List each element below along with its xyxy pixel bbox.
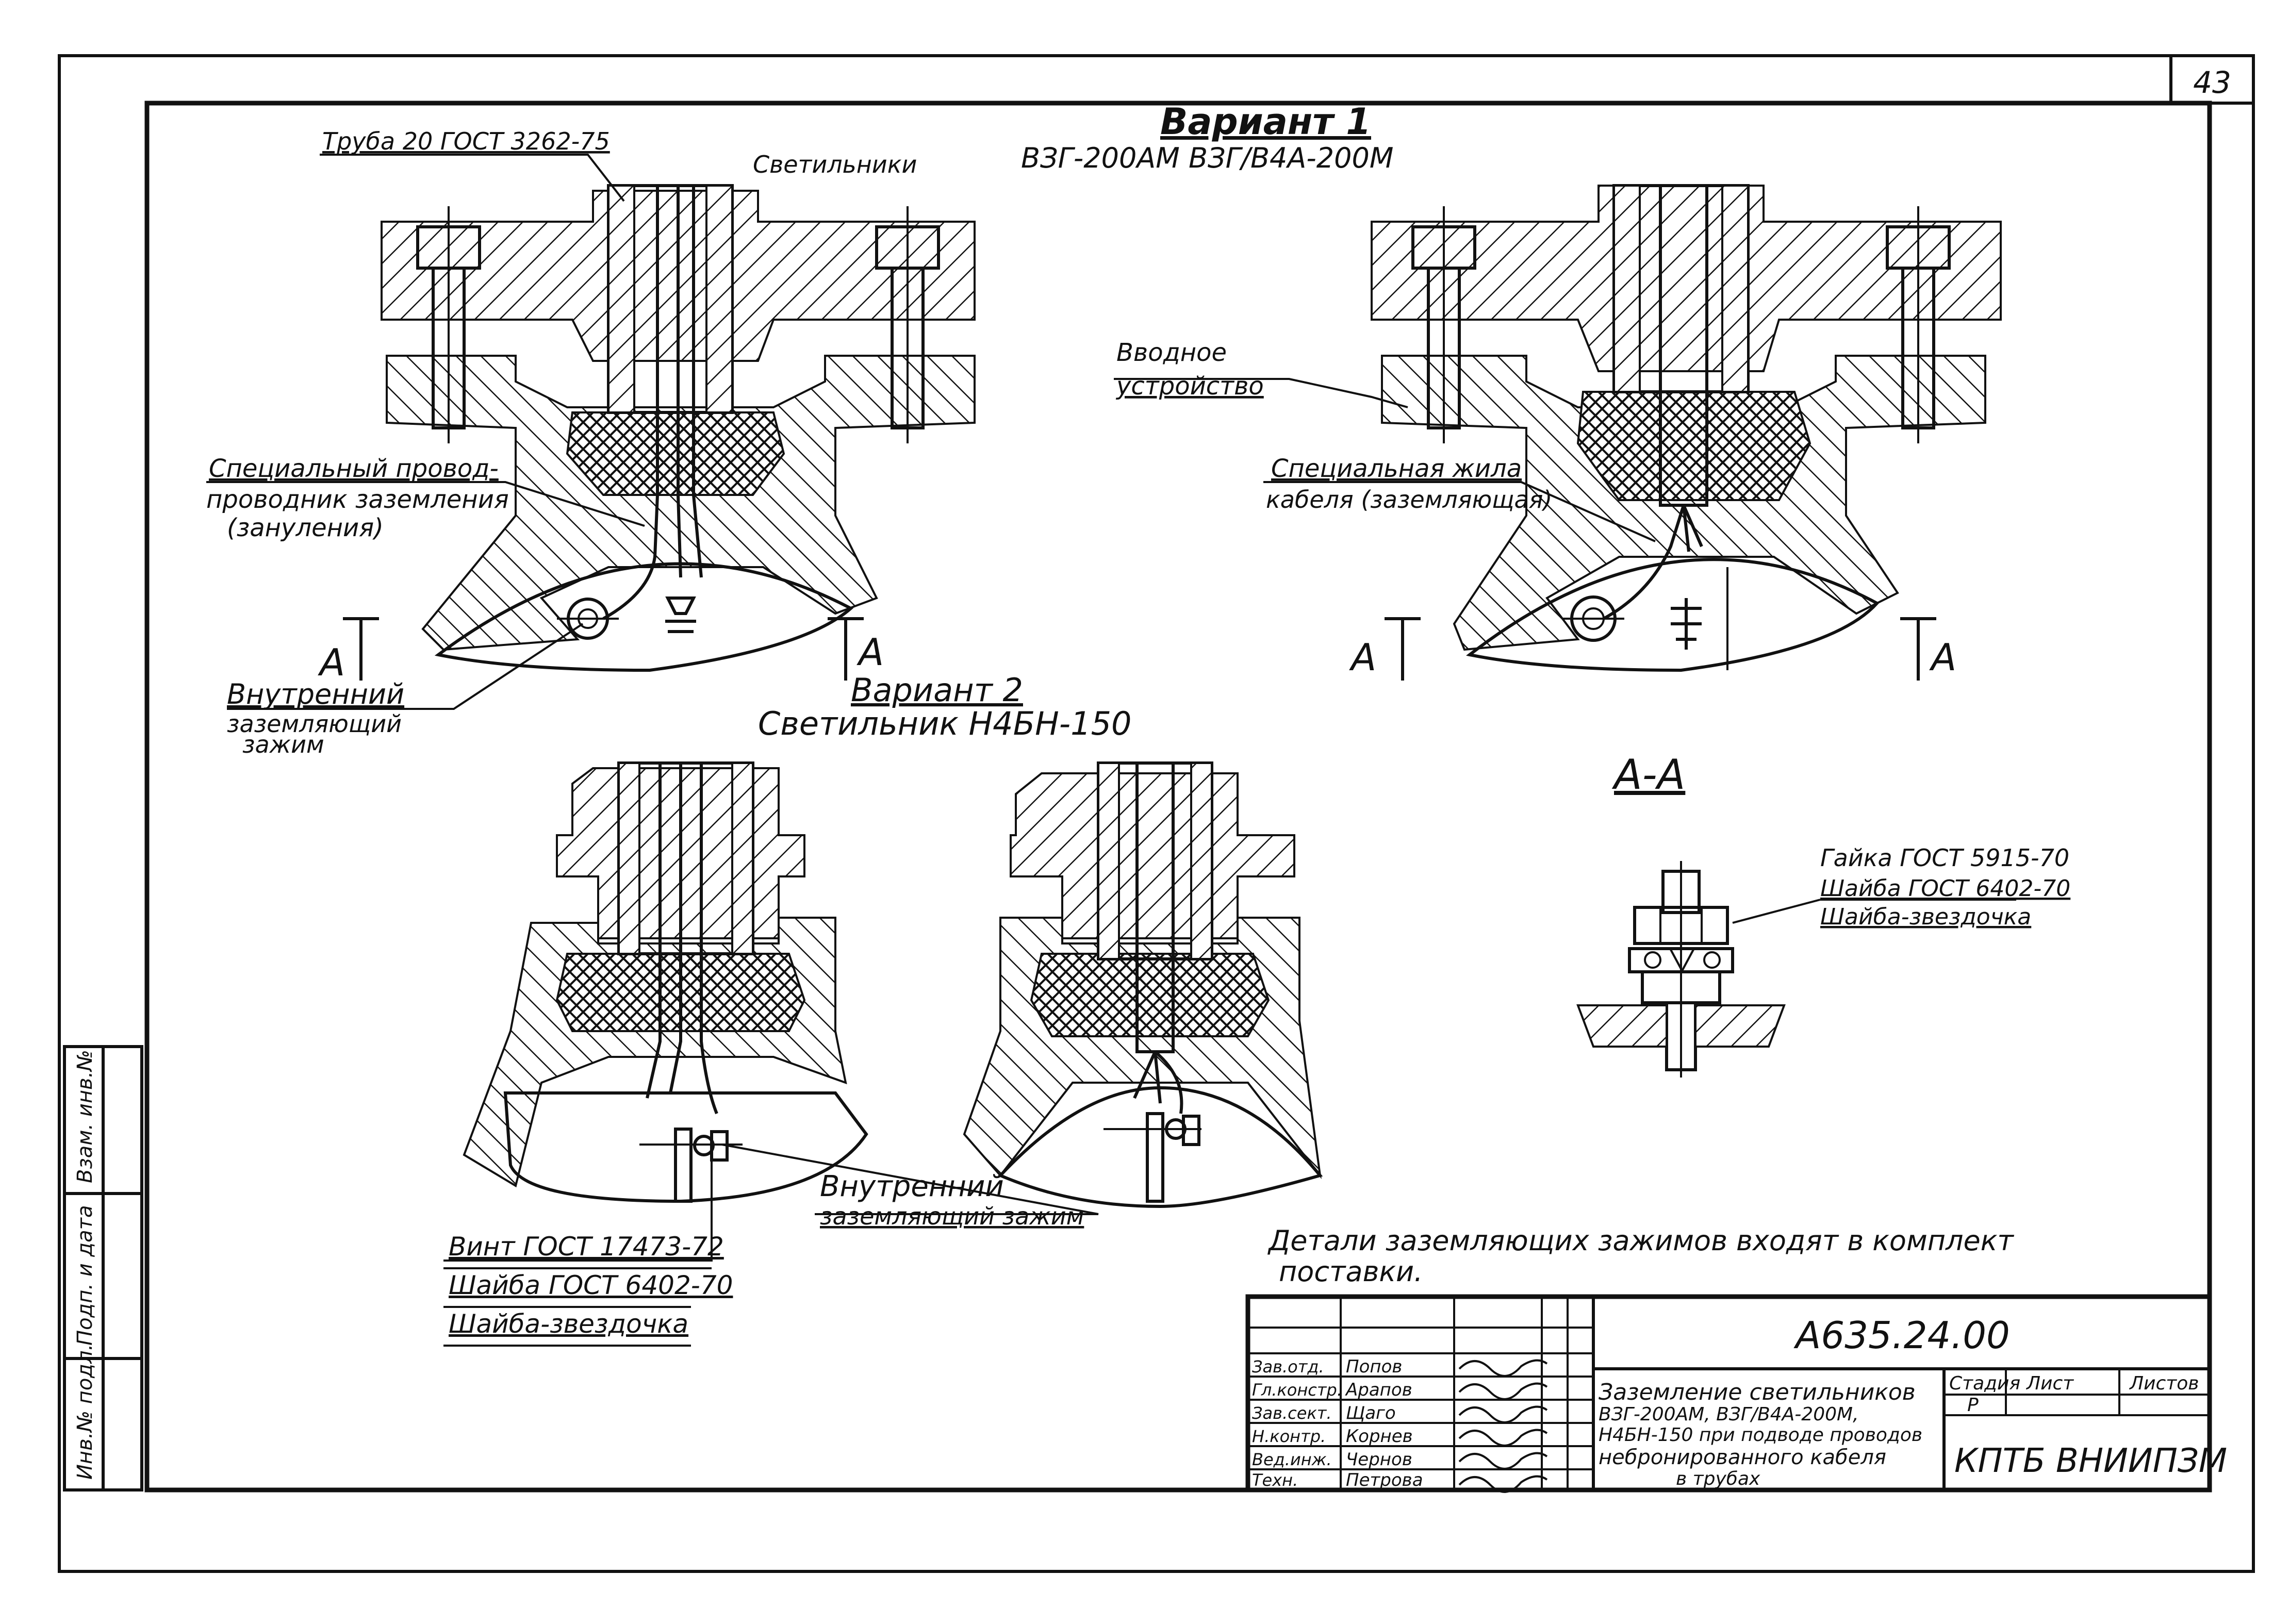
name-1: Арапов — [1345, 1380, 1412, 1400]
signatures — [1458, 1359, 1548, 1493]
v1-label-pipe: Труба 20 ГОСТ 3262-75 — [322, 127, 610, 155]
v1-label-clamp-2: заземляющий — [227, 710, 402, 738]
v1-label-wire-2: проводник заземления — [206, 485, 509, 514]
name-4: Чернов — [1346, 1449, 1412, 1470]
doc-title-4: небронированного кабеля — [1599, 1446, 1886, 1469]
sheets-header: Листов — [2129, 1373, 2199, 1394]
doc-title-1: Заземление светильников — [1599, 1379, 1916, 1405]
name-0: Попов — [1346, 1356, 1402, 1377]
variant2-right-assembly — [963, 761, 1323, 1208]
v1-label-wire-3: (зануления) — [227, 513, 384, 542]
v1-label-core-2: кабеля (заземляющая) — [1266, 486, 1552, 513]
name-2: Щаго — [1346, 1403, 1396, 1423]
name-5: Петрова — [1346, 1470, 1423, 1490]
v1-label-wire-1: Специальный провод- — [209, 454, 499, 483]
stage-header: Стадия — [1949, 1373, 2020, 1394]
role-2: Зав.сект. — [1252, 1403, 1332, 1423]
title-block: А635.24.00 Заземление светильников ВЗГ-2… — [1245, 1294, 2227, 1493]
outer-frame — [58, 54, 2255, 1573]
section-aa-label-star: Шайба-звездочка — [1820, 904, 2031, 930]
doc-title-5: в трубах — [1676, 1468, 1760, 1489]
v2-label-screw: Винт ГОСТ 17473-72 — [449, 1232, 724, 1262]
v2-title: Вариант 2 — [851, 671, 1023, 709]
v1-subtitle: ВЗГ-200АМ ВЗГ/В4А-200М — [1021, 142, 1393, 174]
v2-label-star: Шайба-звездочка — [449, 1309, 688, 1339]
v2-subtitle: Светильник Н4БН-150 — [758, 705, 1131, 742]
side-stamp: Инв.№ подл. Подп. и дата Взам. инв.№ — [63, 1045, 143, 1492]
v1-label-lamps: Светильники — [753, 151, 917, 178]
section-aa-drawing — [1576, 861, 1786, 1078]
role-3: Н.контр. — [1252, 1427, 1326, 1446]
note-line-2: поставки. — [1279, 1255, 1423, 1288]
v1r-section-mark-right: А — [1929, 636, 1956, 679]
v1-label-inlet-2: устройство — [1115, 372, 1264, 401]
v1-label-core-1: Специальная жила — [1271, 454, 1522, 483]
side-stamp-inv: Инв.№ подл. — [73, 1344, 97, 1480]
variant2-left-assembly — [463, 761, 868, 1203]
sheet-header: Лист — [2025, 1373, 2074, 1394]
v2-label-clamp-1: Внутренний — [820, 1170, 1004, 1203]
role-0: Зав.отд. — [1252, 1357, 1324, 1377]
v1r-section-mark-left: А — [1349, 636, 1376, 679]
section-aa-label-nut: Гайка ГОСТ 5915-70 — [1820, 844, 2069, 872]
v2-label-clamp-2: заземляющий зажим — [820, 1202, 1084, 1230]
side-stamp-replace: Взам. инв.№ — [73, 1050, 97, 1183]
note-line-1: Детали заземляющих зажимов входят в комп… — [1267, 1224, 2014, 1257]
v1-section-mark-left: А — [318, 641, 345, 684]
role-1: Гл.констр. — [1252, 1380, 1342, 1400]
variant1-left-assembly — [343, 184, 976, 681]
variant1-right-assembly — [1371, 184, 2002, 681]
v1-section-mark-right: А — [857, 631, 884, 674]
org-name: КПТБ ВНИИПЗМ — [1954, 1442, 2227, 1480]
section-aa-label-washer: Шайба ГОСТ 6402-70 — [1820, 875, 2070, 902]
v1-title: Вариант 1 — [1160, 101, 1371, 143]
sheet-number-box — [2169, 54, 2255, 105]
doc-title-2: ВЗГ-200АМ, ВЗГ/В4А-200М, — [1599, 1404, 1859, 1425]
stage-value: Р — [1967, 1395, 1979, 1416]
side-stamp-sign: Подп. и дата — [73, 1205, 97, 1346]
role-4: Вед.инж. — [1252, 1450, 1332, 1469]
v2-label-washer: Шайба ГОСТ 6402-70 — [449, 1270, 733, 1300]
doc-code: А635.24.00 — [1793, 1314, 2010, 1357]
v1-label-inlet-1: Вводное — [1116, 338, 1227, 367]
name-3: Корнев — [1346, 1426, 1413, 1447]
section-aa-title: А-А — [1611, 751, 1685, 799]
role-5: Техн. — [1252, 1470, 1298, 1490]
leader-lines — [206, 154, 2016, 1262]
inner-frame — [144, 101, 2212, 1493]
v1-label-clamp-1: Внутренний — [227, 678, 404, 710]
v1-label-clamp-3: зажим — [242, 731, 324, 758]
sheet-number: 43 — [2193, 65, 2231, 100]
doc-title-3: Н4БН-150 при подводе проводов — [1599, 1424, 1922, 1446]
